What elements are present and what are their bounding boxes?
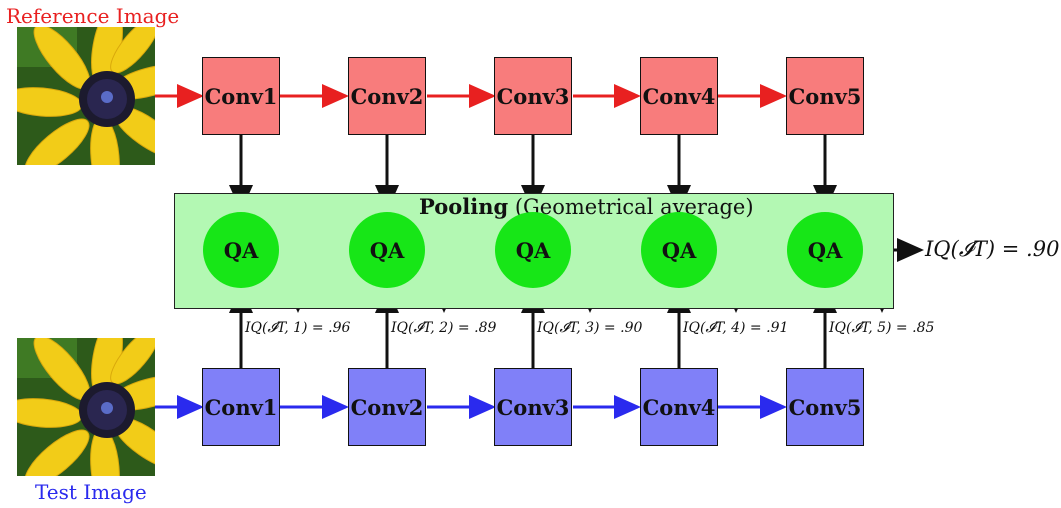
qa-node-5: QA bbox=[787, 212, 863, 288]
pooling-label: Pooling bbox=[419, 194, 509, 219]
test-image bbox=[17, 338, 155, 476]
ref-conv3: Conv3 bbox=[494, 57, 572, 135]
test-conv5: Conv5 bbox=[786, 368, 864, 446]
qa-node-3: QA bbox=[495, 212, 571, 288]
test-conv4: Conv4 bbox=[640, 368, 718, 446]
test-conv3: Conv3 bbox=[494, 368, 572, 446]
ref-conv1: Conv1 bbox=[202, 57, 280, 135]
reference-image bbox=[17, 27, 155, 165]
test-image-label: Test Image bbox=[35, 480, 147, 504]
ref-conv2: Conv2 bbox=[348, 57, 426, 135]
layer-score-2: IQ(𝓘T, 2) = .89 bbox=[391, 320, 497, 336]
qa-node-1: QA bbox=[203, 212, 279, 288]
pooling-title: Pooling (Geometrical average) bbox=[419, 194, 754, 219]
ref-conv5: Conv5 bbox=[786, 57, 864, 135]
pooling-subtitle: (Geometrical average) bbox=[514, 195, 754, 219]
final-score: IQ(𝓘T) = .90 bbox=[925, 237, 1060, 261]
layer-score-5: IQ(𝓘T, 5) = .85 bbox=[829, 320, 935, 336]
layer-score-3: IQ(𝓘T, 3) = .90 bbox=[537, 320, 643, 336]
test-conv1: Conv1 bbox=[202, 368, 280, 446]
layer-score-1: IQ(𝓘T, 1) = .96 bbox=[245, 320, 351, 336]
qa-node-4: QA bbox=[641, 212, 717, 288]
qa-node-2: QA bbox=[349, 212, 425, 288]
layer-score-4: IQ(𝓘T, 4) = .91 bbox=[683, 320, 789, 336]
test-conv2: Conv2 bbox=[348, 368, 426, 446]
reference-image-label: Reference Image bbox=[6, 4, 180, 28]
ref-conv4: Conv4 bbox=[640, 57, 718, 135]
